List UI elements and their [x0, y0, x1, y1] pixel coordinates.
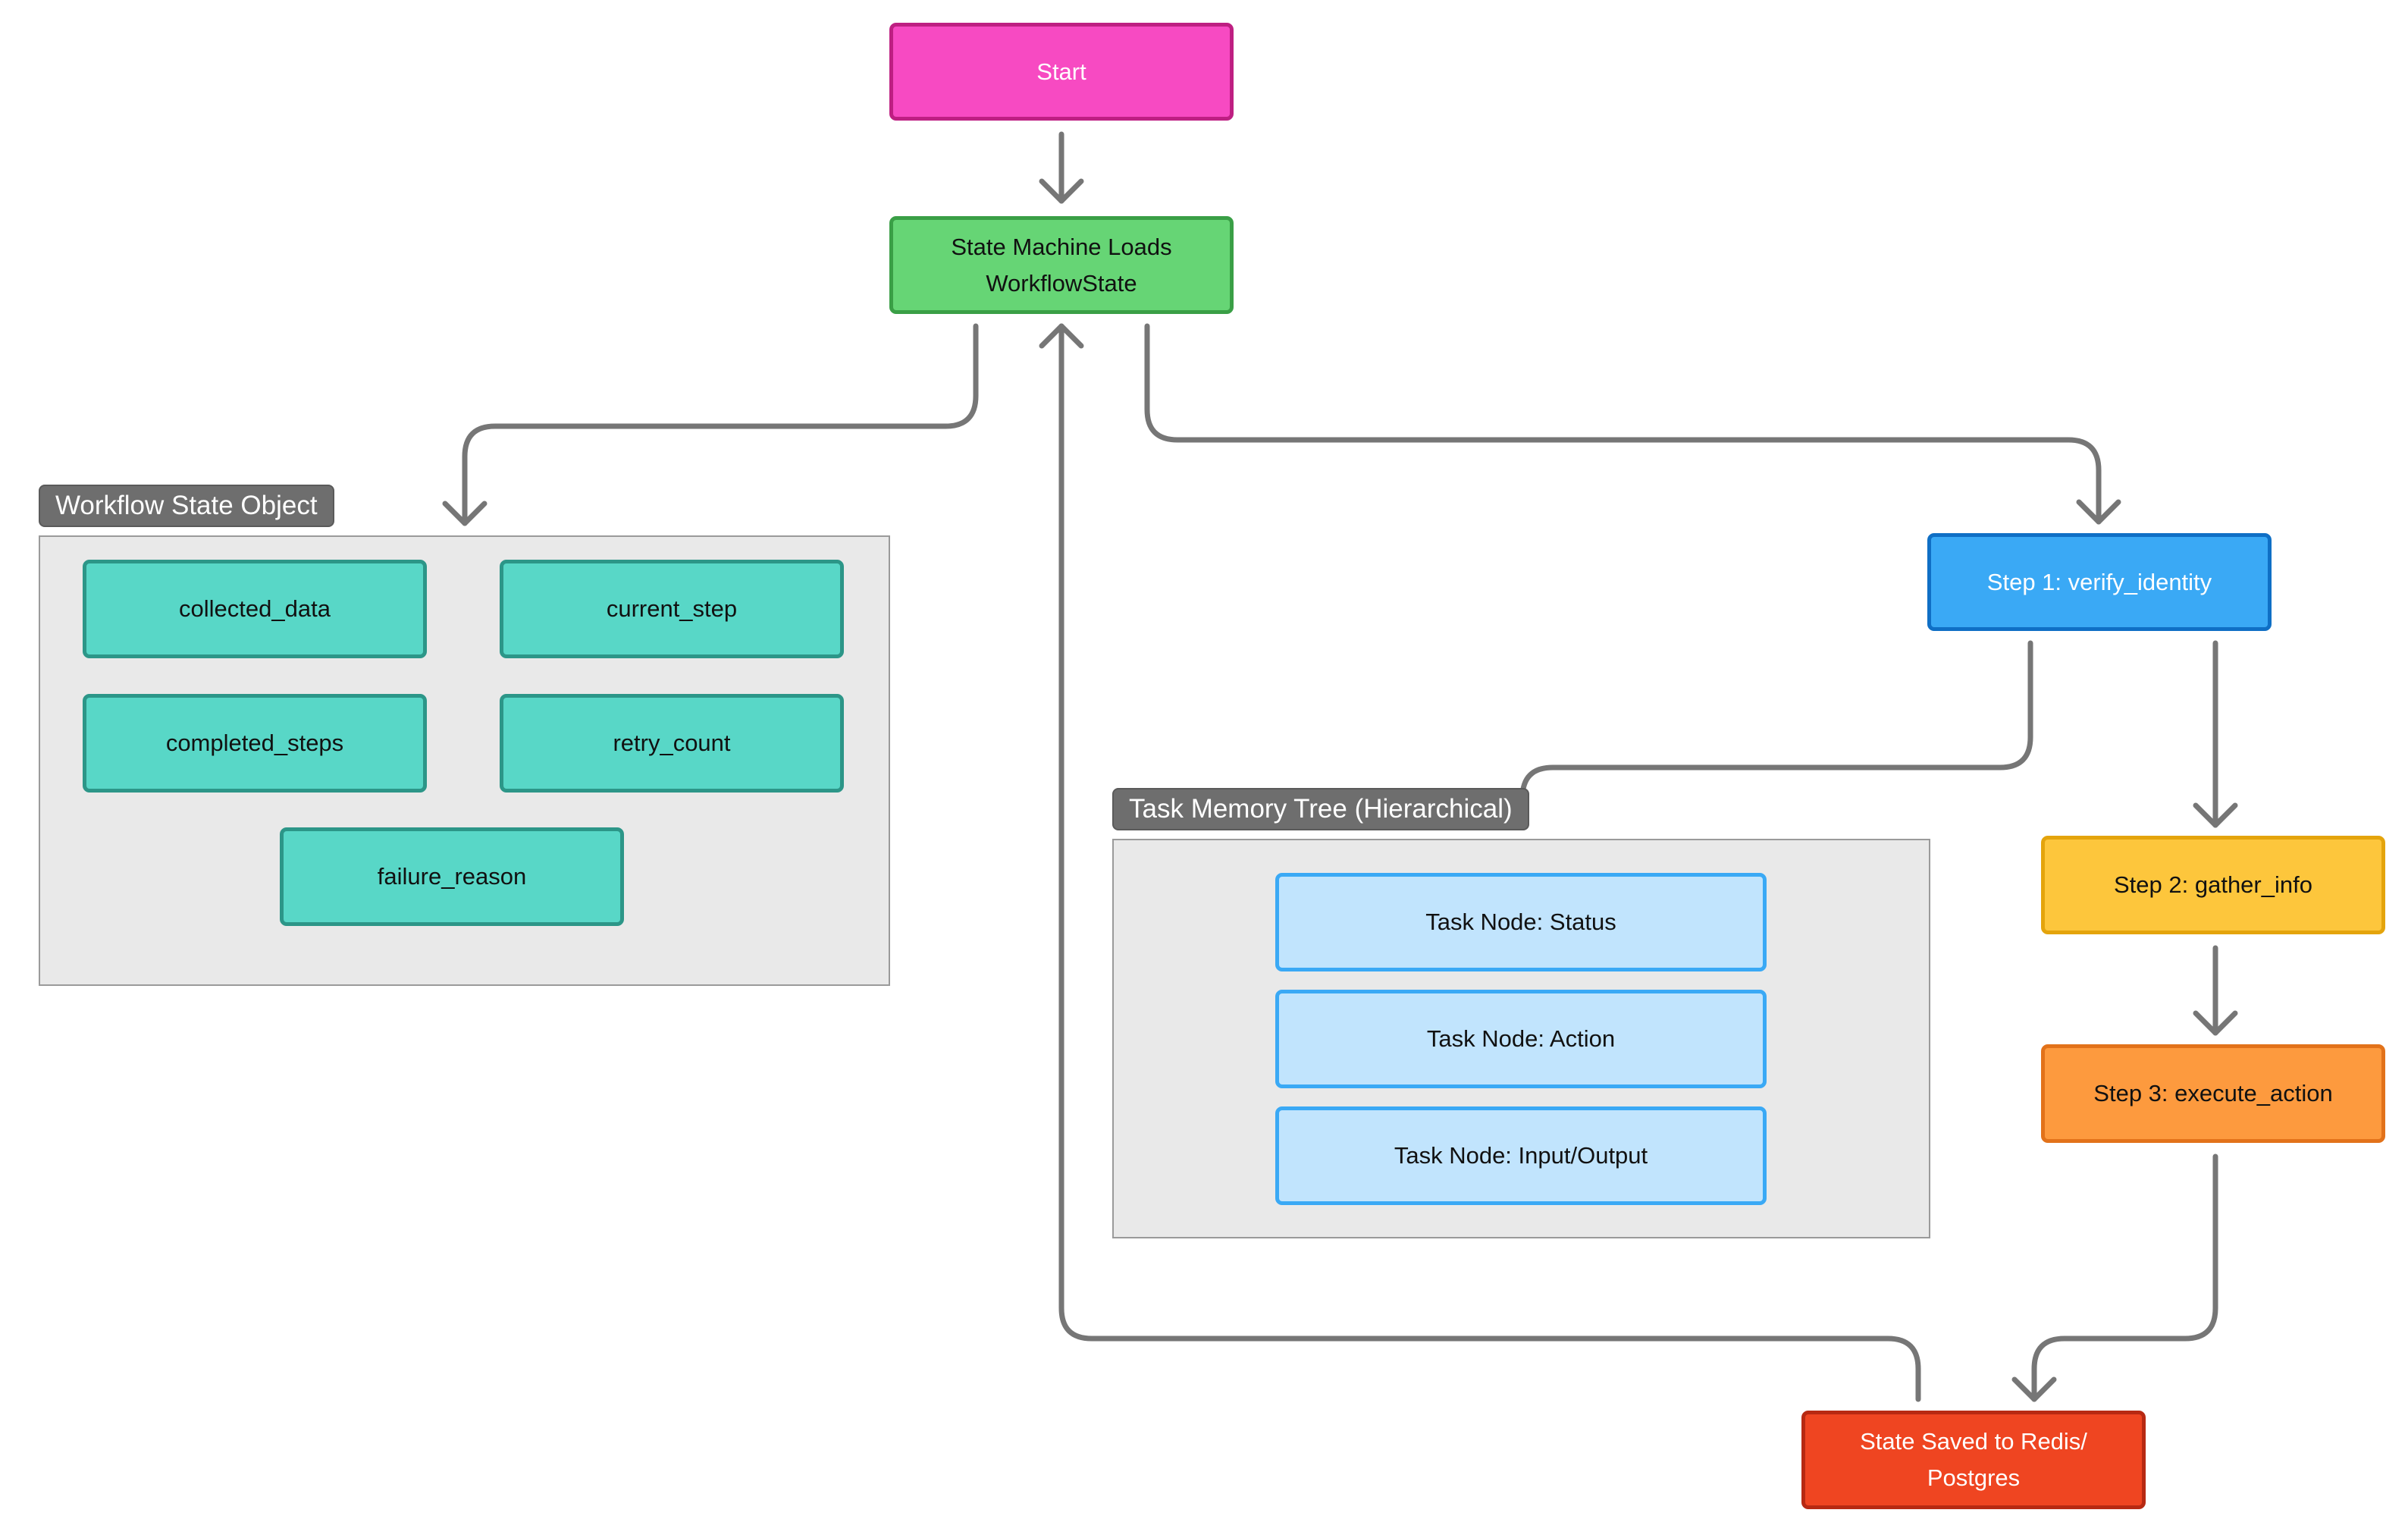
field-current-step[interactable]: current_step: [500, 560, 844, 658]
task-node-input-output[interactable]: Task Node: Input/Output: [1275, 1106, 1767, 1205]
step3-execute-action-node[interactable]: Step 3: execute_action: [2041, 1044, 2385, 1143]
connector-start-to-state-machine: [1039, 131, 1084, 204]
state-machine-node[interactable]: State Machine Loads WorkflowState: [889, 216, 1234, 314]
task-node-action[interactable]: Task Node: Action: [1275, 990, 1767, 1088]
field-completed-steps[interactable]: completed_steps: [83, 694, 427, 793]
connector-step3-to-state-saved: [2011, 1154, 2218, 1402]
field-collected-data[interactable]: collected_data: [83, 560, 427, 658]
field-retry-count[interactable]: retry_count: [500, 694, 844, 793]
step2-gather-info-node[interactable]: Step 2: gather_info: [2041, 836, 2385, 934]
state-saved-node[interactable]: State Saved to Redis/ Postgres: [1801, 1411, 2146, 1509]
task-memory-tree-title: Task Memory Tree (Hierarchical): [1112, 788, 1529, 830]
workflow-state-object-group: collected_data current_step completed_st…: [39, 535, 890, 986]
connector-step1-to-task-memory-tree: [1519, 640, 2033, 830]
step1-verify-identity-node[interactable]: Step 1: verify_identity: [1927, 533, 2272, 631]
connector-state-machine-to-step1: [1144, 323, 2121, 525]
connector-step1-to-step2: [2193, 640, 2238, 828]
task-node-status[interactable]: Task Node: Status: [1275, 873, 1767, 971]
field-failure-reason[interactable]: failure_reason: [280, 827, 624, 926]
start-node[interactable]: Start: [889, 23, 1234, 121]
task-memory-tree-group: Task Node: Status Task Node: Action Task…: [1112, 839, 1930, 1238]
workflow-state-object-title: Workflow State Object: [39, 485, 334, 527]
connector-state-saved-to-state-machine: [1039, 323, 1921, 1402]
connector-state-machine-to-workflow-state-object: [442, 323, 979, 526]
connector-step2-to-step3: [2193, 945, 2238, 1036]
